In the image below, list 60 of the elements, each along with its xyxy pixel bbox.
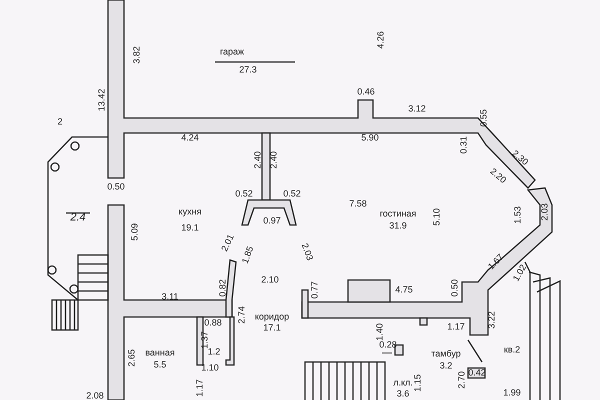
dimension-label: 0.50 [107, 182, 125, 192]
dimension-label: 0.52 [235, 190, 253, 198]
area-label: 5.5 [154, 360, 166, 370]
room-label: кухня [178, 208, 202, 216]
dimension-label: 0.52 [283, 190, 301, 198]
dimension-label: 1.53 [514, 206, 522, 224]
dimension-label: 2.10 [261, 276, 279, 284]
dimension-label: 1.15 [414, 374, 422, 392]
dimension-label: 4.24 [181, 134, 199, 142]
dimension-label: 2.74 [238, 306, 246, 324]
callout-number: 2 [58, 118, 62, 126]
area-label: 31.9 [389, 222, 407, 230]
area-label: 3.6 [396, 390, 410, 398]
dimension-label: 0.82 [218, 279, 228, 297]
dimension-label: 3.82 [132, 46, 142, 64]
dimension-label: 2.03 [540, 203, 550, 221]
dimension-label: 7.58 [349, 200, 367, 208]
dimension-label: 3.11 [162, 292, 178, 302]
dimension-label: 1.40 [376, 323, 384, 341]
dimension-label: 0.50 [450, 279, 460, 297]
area-label: 1.2 [208, 348, 220, 356]
dimension-label: 2.70 [458, 371, 466, 389]
dimension-label: 0.46 [357, 88, 375, 96]
dimension-label: 2.30 [510, 148, 530, 168]
dimension-label: 3.22 [488, 311, 496, 329]
area-label: 19.1 [181, 224, 199, 232]
dimension-label: 0.31 [460, 136, 468, 154]
dimension-label: 5.90 [361, 134, 379, 142]
dimension-label: 4.75 [395, 286, 413, 294]
dimension-label: 1.99 [503, 388, 521, 398]
dimension-label: 5.10 [432, 208, 442, 226]
area-label: 27.3 [239, 66, 257, 74]
dimension-label: 2.01 [220, 233, 236, 253]
area-label: 3.2 [440, 362, 452, 370]
dimension-label: 5.09 [130, 223, 140, 241]
room-label: гостиная [380, 210, 416, 218]
dimension-label: 2.65 [128, 349, 136, 367]
room-label: кв.2 [504, 346, 520, 354]
room-label: гараж [220, 48, 244, 56]
dimension-label: 1.17 [447, 322, 465, 332]
dimension-label: 2.03 [300, 242, 314, 262]
room-label: коридор [254, 312, 290, 322]
area-label: 17.1 [263, 324, 281, 332]
room-label: ванная [145, 348, 175, 358]
dimension-label: 0.97 [263, 216, 281, 226]
dimension-label: 3.12 [408, 104, 426, 114]
room-label: тамбур [431, 350, 461, 358]
dimension-label: 0.88 [204, 318, 222, 328]
dimension-label: 0.77 [310, 281, 320, 299]
dimension-label: 2.40 [270, 151, 278, 169]
dimension-label: 2.40 [254, 151, 262, 169]
room-label: л.кл. [393, 378, 413, 388]
dimension-label: 4.26 [376, 31, 386, 49]
dimension-label: 1.17 [196, 379, 204, 397]
dimension-label: 2.08 [86, 392, 104, 400]
dimension-label: 1.85 [240, 245, 256, 265]
dimension-label: 1.10 [201, 364, 219, 372]
dimension-label: 2.20 [488, 166, 508, 186]
dimension-label: 13.42 [98, 88, 106, 112]
dimension-label: 0.55 [480, 109, 488, 127]
